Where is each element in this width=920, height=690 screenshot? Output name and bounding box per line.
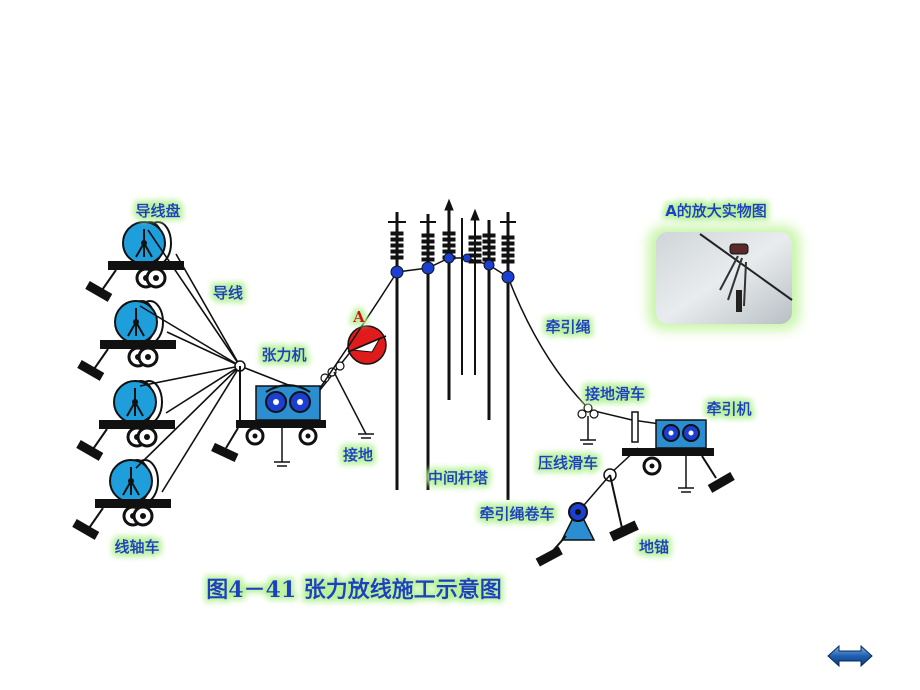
puller-machine bbox=[622, 411, 735, 493]
double-arrow-icon[interactable] bbox=[826, 644, 874, 668]
label-ground-anchor: 地锚 bbox=[639, 538, 669, 556]
reel-truck-3 bbox=[74, 379, 177, 463]
label-hold-down-pulley: 压线滑车 bbox=[538, 454, 598, 472]
label-intermediate-towers: 中间杆塔 bbox=[428, 469, 489, 487]
label-a-photo-title: A的放大实物图 bbox=[665, 202, 767, 220]
label-reel-truck: 线轴车 bbox=[114, 538, 159, 556]
reel-truck-2 bbox=[75, 299, 178, 383]
reel-truck-4 bbox=[70, 458, 173, 542]
label-grounding-pulley: 接地滑车 bbox=[585, 385, 645, 403]
rope-reel-assembly bbox=[535, 447, 639, 567]
figure-caption: 图4－41 张力放线施工示意图 bbox=[206, 577, 502, 603]
tower-pulleys bbox=[390, 252, 515, 284]
label-rope-reel-truck: 牵引绳卷车 bbox=[479, 505, 554, 523]
label-grounding: 接地 bbox=[343, 446, 373, 464]
label-conductor: 导线 bbox=[213, 284, 243, 302]
conductor-lines bbox=[135, 229, 297, 493]
label-pulling-rope: 牵引绳 bbox=[545, 318, 590, 336]
tensioner-machine bbox=[211, 366, 326, 467]
label-puller: 牵引机 bbox=[706, 400, 751, 418]
label-conductor-reel: 导线盘 bbox=[135, 202, 180, 220]
point-a-marker bbox=[347, 325, 387, 365]
label-point-a: A bbox=[352, 308, 365, 326]
grounding-pulley bbox=[577, 403, 599, 445]
label-tensioner: 张力机 bbox=[261, 346, 306, 364]
a-photo-panel bbox=[648, 226, 800, 330]
intermediate-towers bbox=[388, 198, 516, 500]
